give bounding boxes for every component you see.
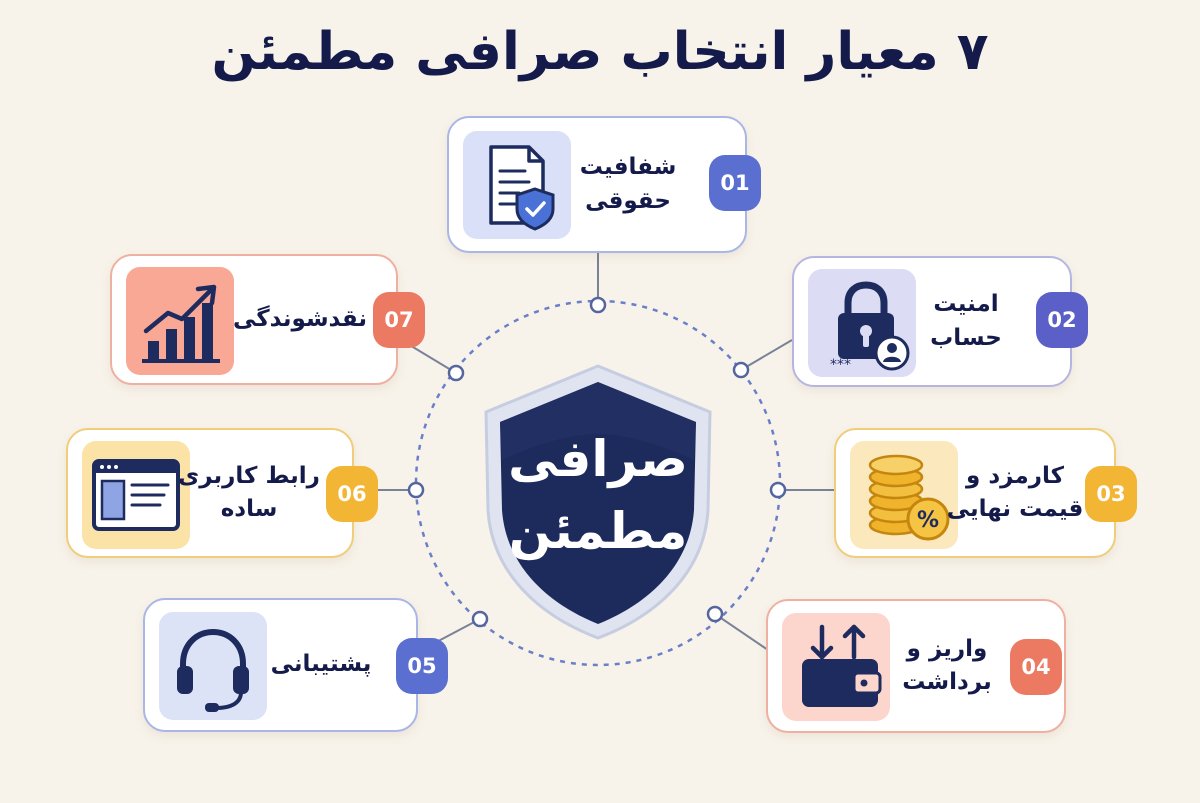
- headset-icon: [177, 628, 249, 712]
- criterion-label: رابط کاربری ساده: [178, 430, 320, 556]
- coins-percent-icon: %: [868, 454, 950, 541]
- criterion-number-badge: 06: [326, 466, 378, 522]
- node-dot: [706, 605, 724, 623]
- criterion-label-line1: پشتیبانی: [270, 651, 372, 678]
- node-dot: [471, 610, 489, 628]
- browser-window-icon: [92, 459, 180, 531]
- criterion-label-line1: رابط کاربری: [178, 462, 320, 489]
- center-label: صرافی مطمئن: [470, 420, 726, 570]
- criterion-label-line2: حساب: [930, 324, 1002, 351]
- padlock-user-icon: ***: [830, 281, 910, 373]
- criterion-icon-box: [463, 131, 571, 239]
- node-dot: [769, 481, 787, 499]
- criterion-label: شفافیت حقوقی: [573, 118, 683, 251]
- growth-chart-icon: [142, 284, 220, 363]
- svg-text:%: %: [917, 508, 939, 533]
- criterion-number-badge: 05: [396, 638, 448, 694]
- page-title: ۷ معیار انتخاب صرافی مطمئن: [211, 22, 989, 82]
- criterion-card-07: نقدشوندگی: [110, 254, 398, 385]
- node-dot: [447, 364, 465, 382]
- criterion-card-02: *** امنیت حساب: [792, 256, 1072, 387]
- center-label-line2: مطمئن: [508, 502, 688, 560]
- legal-document-shield-icon: [489, 145, 555, 231]
- center-label-line1: صرافی: [508, 429, 688, 488]
- criterion-number-badge: 01: [709, 155, 761, 211]
- criterion-icon-box: [82, 441, 190, 549]
- criterion-card-03: % کارمزد و قیمت نهایی: [834, 428, 1116, 558]
- criterion-label-line2: حقوقی: [585, 187, 671, 214]
- criterion-number-badge: 07: [373, 292, 425, 348]
- criterion-label-line1: واریز و: [906, 635, 988, 662]
- criterion-icon-box: %: [850, 441, 958, 549]
- node-dot: [732, 361, 750, 379]
- criterion-number-badge: 04: [1010, 639, 1062, 695]
- criterion-card-05: پشتیبانی: [143, 598, 418, 732]
- criterion-icon-box: [126, 267, 234, 375]
- wallet-transfer-icon: [802, 624, 882, 707]
- shield-emblem-icon: [484, 364, 712, 640]
- criterion-label: نقدشوندگی: [233, 256, 367, 383]
- criterion-number-badge: 03: [1085, 466, 1137, 522]
- criterion-label-line1: امنیت: [933, 291, 999, 318]
- criterion-label: کارمزد و قیمت نهایی: [947, 430, 1084, 556]
- criterion-label-line2: برداشت: [902, 669, 992, 695]
- node-dot: [407, 481, 425, 499]
- criterion-label-line2: ساده: [220, 496, 278, 522]
- criterion-label-line2: قیمت نهایی: [946, 496, 1084, 522]
- criterion-label: واریز و برداشت: [892, 601, 1002, 731]
- criterion-card-06: رابط کاربری ساده: [66, 428, 354, 558]
- criterion-icon-box: [782, 613, 890, 721]
- criterion-label-line1: کارمزد و: [966, 462, 1064, 489]
- criterion-icon-box: [159, 612, 267, 720]
- criterion-label: پشتیبانی: [270, 600, 372, 730]
- criterion-label-line1: شفافیت: [579, 154, 677, 181]
- node-dot: [589, 296, 607, 314]
- criterion-number-badge: 02: [1036, 292, 1088, 348]
- svg-text:***: ***: [830, 357, 851, 373]
- criterion-label-line1: نقدشوندگی: [232, 305, 368, 332]
- criterion-label: امنیت حساب: [918, 258, 1014, 385]
- criterion-icon-box: ***: [808, 269, 916, 377]
- criterion-card-01: شفافیت حقوقی: [447, 116, 747, 253]
